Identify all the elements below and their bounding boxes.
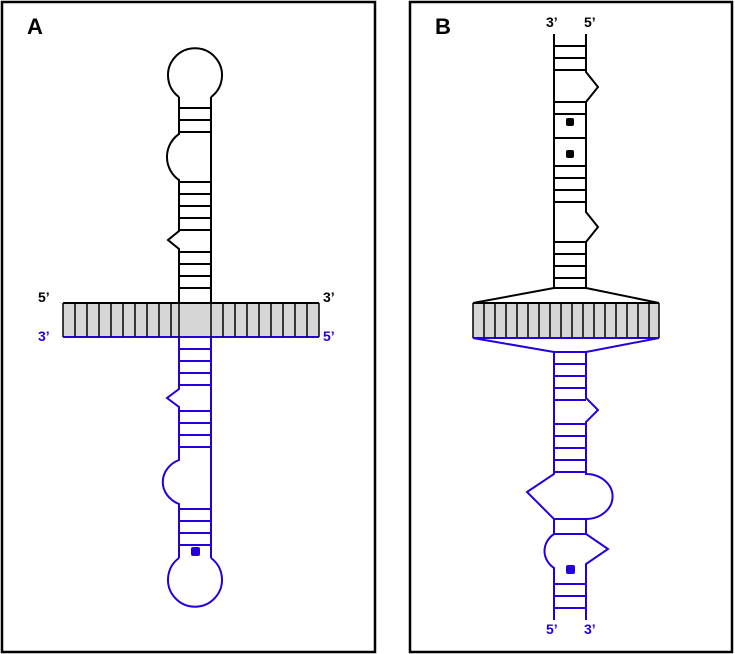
panel-a-frame	[0, 0, 377, 654]
panel-b-letter: B	[435, 14, 451, 39]
panel-a-upper-hairpin	[166, 47, 223, 303]
panel-a-upper-terminal-loop	[167, 47, 223, 98]
panel-b-bottom-right-end: 3’	[584, 621, 596, 637]
panel-a: A	[0, 0, 377, 654]
panel-a-lower-base-pairs	[179, 348, 211, 546]
panel-b-upper-flare	[472, 287, 660, 304]
panel-a-lower-right-end: 5’	[323, 328, 335, 344]
panel-a-upper-right-end: 3’	[323, 289, 335, 305]
panel-b-duplex	[472, 302, 660, 339]
panel-b-lower-helix	[472, 337, 660, 620]
panel-b-lower-strand-left	[525, 352, 555, 620]
panel-b-upper-strand-right	[585, 34, 600, 288]
panel-a-lower-left-end: 3’	[38, 328, 50, 344]
panel-a-lower-hairpin	[161, 337, 223, 608]
panel-b-top-right-end: 5’	[584, 14, 596, 30]
panel-a-upper-base-pairs	[179, 107, 211, 289]
panel-b-dot-2	[566, 150, 574, 158]
panel-a-lower-terminal-loop	[167, 557, 223, 608]
panel-a-duplex-base-pairs	[62, 303, 320, 337]
panel-b-duplex-base-pairs	[472, 303, 660, 338]
panel-a-lower-stem-left	[161, 337, 180, 558]
panel-b: B 3’ 5’	[408, 0, 734, 654]
panel-b-lower-base-pairs	[554, 351, 586, 609]
panel-b-lower-flare	[472, 337, 660, 353]
panel-a-upper-left-end: 5’	[38, 289, 50, 305]
panel-b-loop-dot	[566, 565, 575, 574]
panel-b-upper-base-pairs	[554, 45, 586, 279]
panel-b-frame	[408, 0, 734, 654]
panel-b-upper-helix	[472, 34, 660, 304]
panel-a-loop-dot	[191, 547, 200, 556]
panel-b-dot-1	[566, 118, 574, 126]
panel-b-top-left-end: 3’	[546, 14, 558, 30]
panel-a-duplex	[62, 302, 320, 338]
panel-a-letter: A	[27, 14, 43, 39]
panel-a-upper-stem-left	[166, 97, 180, 303]
panel-b-bottom-left-end: 5’	[546, 621, 558, 637]
panel-b-lower-strand-right	[585, 352, 614, 620]
